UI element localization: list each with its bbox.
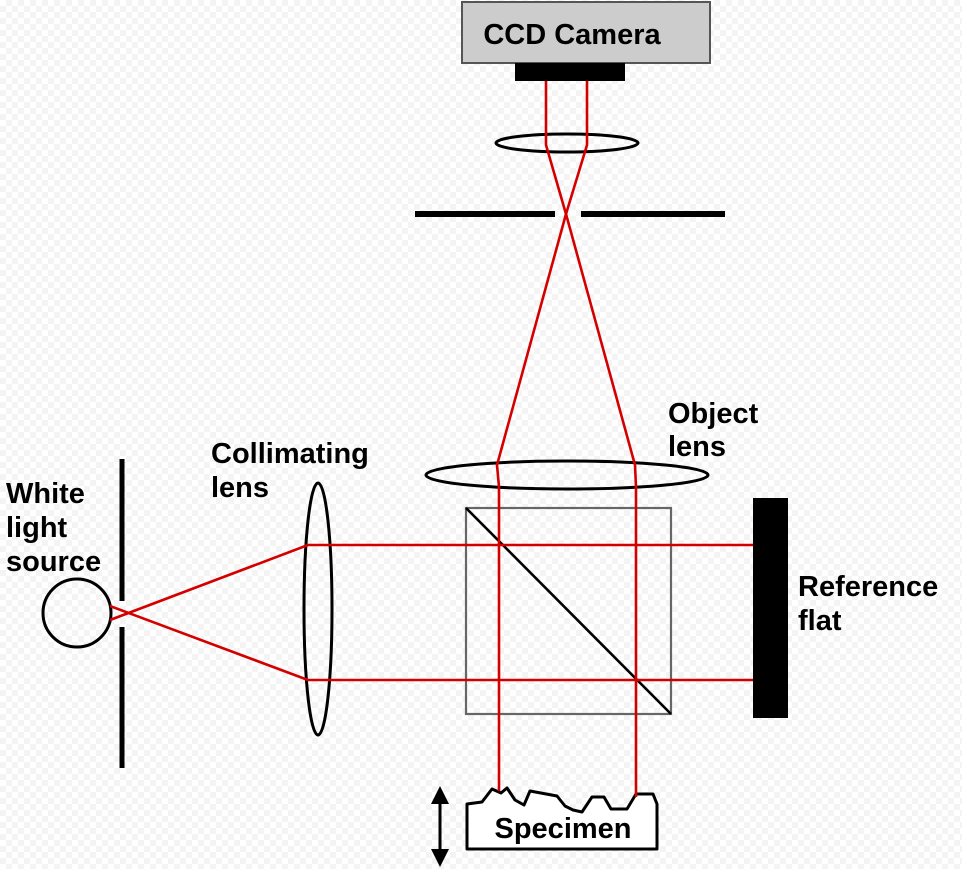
reference-flat xyxy=(753,498,788,718)
camera-sensor xyxy=(515,63,625,81)
ray-source-lower xyxy=(109,604,753,682)
ray-right-vertical xyxy=(544,81,638,797)
object-lens-label-line2: lens xyxy=(668,431,726,463)
camera-label: CCD Camera xyxy=(483,19,661,51)
white-light-source xyxy=(41,577,113,649)
ray-source-upper xyxy=(109,543,753,622)
light-source-label-line2: light xyxy=(6,512,68,544)
collimating-lens xyxy=(302,481,334,737)
specimen: Specimen xyxy=(465,786,659,851)
collimating-lens-label-line2: lens xyxy=(211,472,269,504)
object-lens xyxy=(424,459,710,491)
reference-flat-label-line2: flat xyxy=(798,605,842,637)
camera-body xyxy=(461,1,711,64)
collimating-lens-label-line1: Collimating xyxy=(211,438,369,470)
object-lens-label-line1: Object xyxy=(668,398,759,430)
light-rays xyxy=(109,81,753,797)
light-source-label-line1: White xyxy=(6,478,85,510)
specimen-label: Specimen xyxy=(495,813,632,845)
reference-flat-label-line1: Reference xyxy=(798,571,938,603)
ray-left-vertical xyxy=(495,81,589,791)
beam-splitter-cube xyxy=(464,506,673,716)
camera-lens xyxy=(494,132,640,154)
light-source-label-line3: source xyxy=(6,546,101,578)
ccd-camera: CCD Camera xyxy=(461,1,711,81)
